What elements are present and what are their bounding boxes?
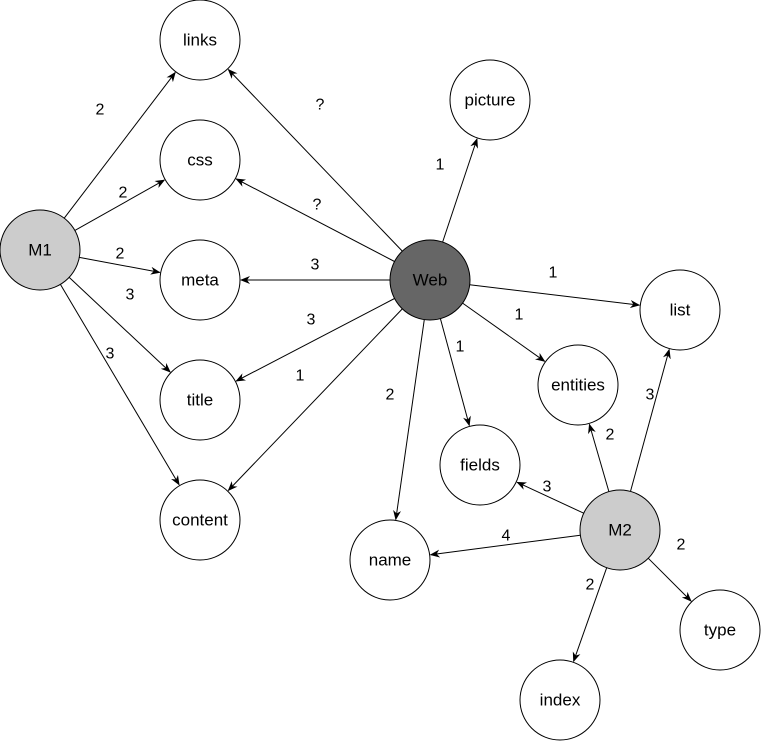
edge-label-m2-name: 4 bbox=[502, 528, 511, 545]
node-label-list: list bbox=[670, 301, 691, 320]
node-circle-web bbox=[389, 239, 471, 321]
node-links: links bbox=[159, 0, 241, 81]
edge-label-m2-index: 2 bbox=[586, 577, 595, 594]
edge-web-title bbox=[235, 298, 395, 382]
edge-label-m1-title: 3 bbox=[126, 287, 135, 304]
edge-label-m2-entities: 2 bbox=[606, 427, 615, 444]
edge-label-m1-meta: 2 bbox=[116, 246, 125, 263]
edge-label-m1-content: 3 bbox=[106, 346, 115, 363]
edge-web-css bbox=[235, 178, 395, 262]
node-label-type: type bbox=[704, 621, 736, 640]
node-label-css: css bbox=[187, 151, 213, 170]
node-meta: meta bbox=[159, 239, 241, 321]
edge-web-picture bbox=[442, 137, 478, 243]
node-circle-m2 bbox=[579, 489, 661, 571]
edge-label-web-list: 1 bbox=[549, 265, 558, 282]
node-label-fields: fields bbox=[460, 456, 500, 475]
node-list: list bbox=[639, 269, 721, 351]
node-m2: M2 bbox=[579, 489, 661, 571]
edge-m2-list bbox=[630, 348, 671, 492]
edge-label-web-css: ? bbox=[313, 197, 322, 214]
node-label-web: Web bbox=[413, 271, 448, 290]
node-circle-list bbox=[639, 269, 721, 351]
edges-layer bbox=[59, 68, 692, 663]
node-picture: picture bbox=[449, 59, 531, 141]
node-label-m2: M2 bbox=[608, 521, 632, 540]
node-label-meta: meta bbox=[181, 271, 219, 290]
node-label-index: index bbox=[540, 691, 581, 710]
node-entities: entities bbox=[537, 344, 619, 426]
node-label-links: links bbox=[183, 31, 217, 50]
node-web: Web bbox=[389, 239, 471, 321]
edge-label-web-name: 2 bbox=[386, 387, 395, 404]
edge-m2-entities bbox=[588, 423, 610, 492]
edge-label-m2-list: 3 bbox=[646, 387, 655, 404]
node-label-title: title bbox=[187, 391, 213, 410]
edge-label-web-picture: 1 bbox=[436, 157, 445, 174]
edge-label-web-fields: 1 bbox=[456, 339, 465, 356]
edge-label-m2-fields: 3 bbox=[543, 479, 552, 496]
node-circle-links bbox=[159, 0, 241, 81]
node-label-content: content bbox=[172, 511, 228, 530]
node-circle-entities bbox=[537, 344, 619, 426]
node-title: title bbox=[159, 359, 241, 441]
edge-m1-css bbox=[74, 179, 166, 231]
node-circle-fields bbox=[439, 424, 521, 506]
node-circle-type bbox=[679, 589, 761, 671]
node-css: css bbox=[159, 119, 241, 201]
node-fields: fields bbox=[439, 424, 521, 506]
edge-web-links bbox=[227, 68, 403, 252]
node-circle-css bbox=[159, 119, 241, 201]
edge-label-m1-css: 2 bbox=[119, 185, 128, 202]
node-label-entities: entities bbox=[551, 376, 605, 395]
edge-m1-title bbox=[68, 277, 171, 373]
node-circle-meta bbox=[159, 239, 241, 321]
node-circle-m1 bbox=[0, 209, 81, 291]
node-m1: M1 bbox=[0, 209, 81, 291]
edge-label-web-links: ? bbox=[316, 97, 325, 114]
node-content: content bbox=[159, 479, 241, 561]
edge-label-web-meta: 3 bbox=[311, 257, 320, 274]
node-label-name: name bbox=[369, 551, 412, 570]
edge-web-entities bbox=[462, 302, 546, 362]
node-circle-picture bbox=[449, 59, 531, 141]
node-index: index bbox=[519, 659, 601, 741]
edge-labels-layer: 2 2 2 3 3?? 3 3 1 1 1 1 1 2 2 3 3 4 2 2 bbox=[96, 97, 686, 594]
edge-m2-type bbox=[647, 557, 692, 602]
edge-web-name bbox=[393, 319, 425, 521]
edge-web-content bbox=[227, 308, 403, 492]
edge-label-m2-type: 2 bbox=[677, 537, 686, 554]
edge-web-list bbox=[469, 284, 641, 309]
node-circle-content bbox=[159, 479, 241, 561]
node-circle-index bbox=[519, 659, 601, 741]
edge-m1-meta bbox=[79, 256, 161, 275]
node-label-m1: M1 bbox=[28, 241, 52, 260]
edge-m2-index bbox=[572, 567, 608, 663]
edge-m2-fields bbox=[516, 481, 584, 514]
edge-web-fields bbox=[439, 318, 471, 427]
edge-label-web-entities: 1 bbox=[515, 307, 524, 324]
edge-m1-links bbox=[63, 71, 176, 219]
node-circle-name bbox=[349, 519, 431, 601]
edge-label-web-title: 3 bbox=[307, 312, 316, 329]
node-name: name bbox=[349, 519, 431, 601]
edge-m2-name bbox=[429, 534, 581, 558]
node-label-picture: picture bbox=[464, 91, 515, 110]
edge-label-web-content: 1 bbox=[296, 368, 305, 385]
node-circle-title bbox=[159, 359, 241, 441]
node-type: type bbox=[679, 589, 761, 671]
edge-m1-content bbox=[59, 284, 180, 486]
edge-label-m1-links: 2 bbox=[96, 102, 105, 119]
